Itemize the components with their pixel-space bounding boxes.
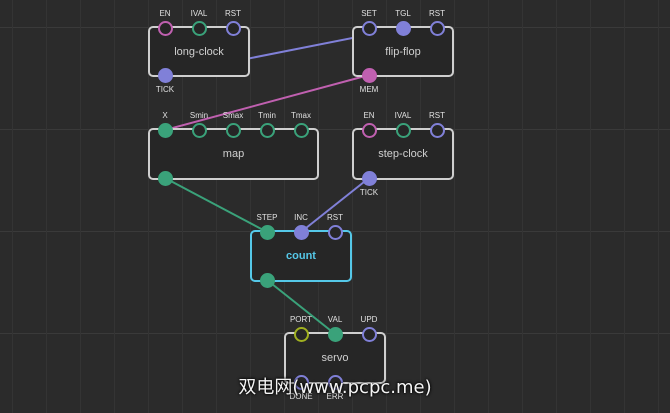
servo-input-pin-val[interactable] (327, 326, 343, 342)
pin-label: Tmax (291, 111, 311, 120)
link-step-clock-to-count[interactable] (300, 177, 370, 233)
node-title: flip-flop (385, 45, 421, 58)
pin-label: RST (429, 9, 445, 18)
pin-label: IVAL (190, 9, 208, 18)
pin-label: MEM (359, 85, 379, 94)
servo-output-pin-done[interactable] (293, 374, 309, 390)
step-clock-input-pin-ival[interactable] (395, 122, 411, 138)
map-input-pin-smin[interactable] (191, 122, 207, 138)
map-input-pin-smax[interactable] (225, 122, 241, 138)
pin-label: UPD (360, 315, 378, 324)
servo-input-pin-upd[interactable] (361, 326, 377, 342)
pin-label: EN (363, 111, 375, 120)
pin-label: IVAL (394, 111, 412, 120)
pin-label: VAL (327, 315, 343, 324)
pin-label: SET (361, 9, 377, 18)
node-title: servo (321, 352, 349, 364)
long-clock-output-pin-tick[interactable] (157, 67, 173, 83)
servo-output-pin-err[interactable] (327, 374, 343, 390)
count-input-pin-inc[interactable] (293, 224, 309, 240)
count-input-pin-step[interactable] (259, 224, 275, 240)
pin-label: DONE (289, 392, 313, 401)
pin-label: Tmin (258, 111, 276, 120)
map-input-pin-tmin[interactable] (259, 122, 275, 138)
link-flip-flop-to-map[interactable] (164, 74, 370, 131)
map-input-pin-x[interactable] (157, 122, 173, 138)
pin-label: TICK (359, 188, 379, 197)
link-map-to-count[interactable] (164, 177, 268, 233)
flip-flop-input-pin-rst[interactable] (429, 20, 445, 36)
step-clock-input-pin-rst[interactable] (429, 122, 445, 138)
pin-label: RST (327, 213, 343, 222)
servo-input-pin-port[interactable] (293, 326, 309, 342)
pin-label: RST (429, 111, 445, 120)
watermark-text: 双电网(www.pcpc.me) (238, 377, 432, 398)
pin-label: EN (159, 9, 171, 18)
map-output-pin-0[interactable] (157, 170, 173, 186)
step-clock-input-pin-en[interactable] (361, 122, 377, 138)
node-title: count (286, 250, 316, 262)
pin-label: PORT (289, 315, 313, 324)
flip-flop-input-pin-set[interactable] (361, 20, 377, 36)
long-clock-input-pin-en[interactable] (157, 20, 173, 36)
pin-label: STEP (256, 213, 278, 222)
pin-label: Smax (222, 111, 244, 120)
pin-label: Smin (189, 111, 209, 120)
step-clock-output-pin-tick[interactable] (361, 170, 377, 186)
node-title: map (222, 148, 245, 160)
node-title: step-clock (378, 148, 428, 160)
pin-label: ERR (326, 392, 344, 401)
count-input-pin-rst[interactable] (327, 224, 343, 240)
pin-label: X (162, 111, 168, 120)
map-input-pin-tmax[interactable] (293, 122, 309, 138)
long-clock-input-pin-ival[interactable] (191, 20, 207, 36)
count-output-pin-0[interactable] (259, 272, 275, 288)
flip-flop-input-pin-tgl[interactable] (395, 20, 411, 36)
flip-flop-output-pin-mem[interactable] (361, 67, 377, 83)
pin-label: TGL (395, 9, 411, 18)
link-count-to-servo[interactable] (266, 279, 336, 335)
node-title: long-clock (174, 45, 224, 58)
pin-label: RST (225, 9, 241, 18)
pin-label: TICK (155, 85, 175, 94)
pin-label: INC (294, 213, 308, 222)
long-clock-input-pin-rst[interactable] (225, 20, 241, 36)
